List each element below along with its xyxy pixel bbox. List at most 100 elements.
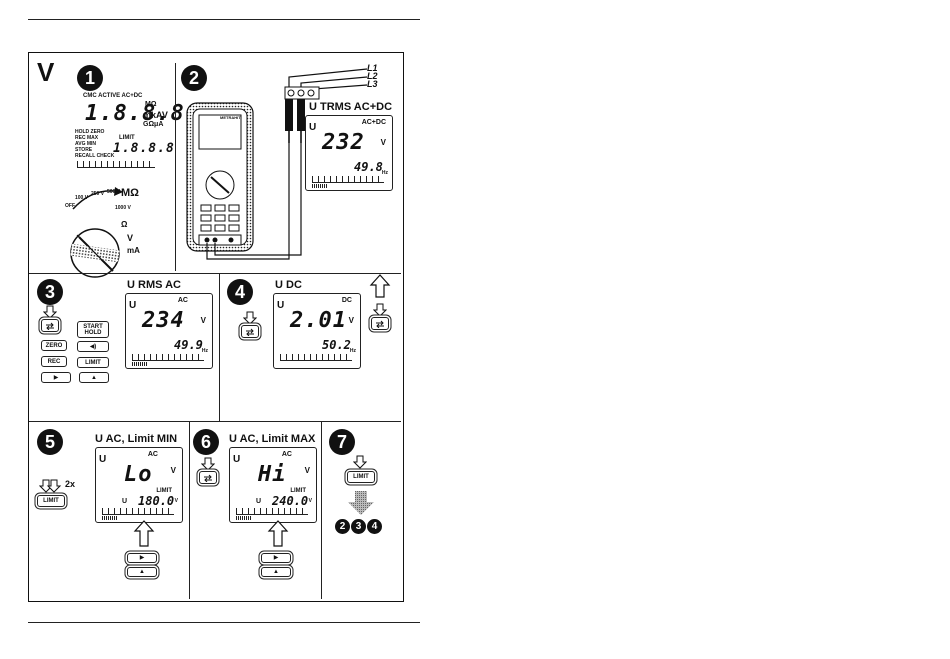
rec-button[interactable]: REC <box>41 356 67 367</box>
step2-lcd-scale <box>312 176 384 183</box>
cycle-arrows-icon <box>46 322 54 330</box>
step2-lcd-tag: AC+DC <box>361 119 386 126</box>
rotation-arrow-icon <box>72 190 116 210</box>
step4-lcd-symbol: U <box>277 300 285 311</box>
dial-label-mohm: MΩ <box>121 187 139 199</box>
dial-label-1000v: 1000 V <box>115 205 131 211</box>
step6-lcd-limit: LIMIT <box>290 488 306 494</box>
cycle-arrows-icon <box>376 320 384 328</box>
dial-label-250v: 250 V <box>91 191 105 197</box>
step3-lcd-sec-unit: Hz <box>201 348 208 354</box>
triangle-up-icon: ▲ <box>91 374 97 381</box>
function-toggle-button[interactable] <box>199 471 217 484</box>
step5-lcd-limit: LIMIT <box>156 488 172 494</box>
right-arrow-button[interactable]: ▶ <box>261 553 291 563</box>
limit-button[interactable]: LIMIT <box>37 495 65 507</box>
step4-lcd-tag: DC <box>341 297 352 304</box>
step6-lcd-main: Hi <box>258 462 287 487</box>
speaker-icon: ◀) <box>89 343 97 350</box>
step-6-badge: 6 <box>193 429 219 455</box>
step1-lcd-hold: HOLD ZERO <box>75 129 105 135</box>
step3-lcd-tag: AC <box>177 297 188 304</box>
step2-lcd-unit: V <box>380 138 386 147</box>
rotary-switch-dial[interactable] <box>43 177 183 287</box>
zero-button[interactable]: ZERO <box>41 340 67 351</box>
function-toggle-button[interactable] <box>371 317 389 330</box>
divider-5-6 <box>189 421 190 599</box>
meter-connection-illustration <box>186 68 368 260</box>
step3-lcd-main: 234 <box>142 308 185 333</box>
step1-lcd-rec: REC MAX <box>75 135 99 141</box>
start-hold-button[interactable]: START HOLD <box>77 321 109 338</box>
top-rule <box>28 19 420 20</box>
function-toggle-button[interactable] <box>241 325 259 338</box>
step6-lcd-unit: V <box>304 466 310 475</box>
step6-title: U AC, Limit MAX <box>229 433 316 445</box>
step5-lcd-sec-symbol: U <box>122 498 128 505</box>
hatched-down-arrow-icon <box>348 491 374 515</box>
down-arrow-icon <box>373 303 387 317</box>
step4-lcd-unit: V <box>348 316 354 325</box>
divider-row-2 <box>29 421 401 422</box>
lead-l2-label: L2 <box>367 71 378 81</box>
up-arrow-button[interactable]: ▲ <box>127 567 157 577</box>
divider-row-1 <box>29 273 401 274</box>
step6-lcd-secondary: 240.0 <box>272 494 309 508</box>
dial-label-off: OFF <box>65 203 75 209</box>
step5-lcd-unit: V <box>170 466 176 475</box>
hold-label: HOLD <box>84 329 102 336</box>
step2-lcd-bargraph <box>312 184 328 188</box>
down-arrow-icon <box>243 311 257 325</box>
step1-lcd-units-low: GΩμA <box>143 121 164 128</box>
step1-lcd-scale <box>77 161 155 168</box>
step1-lcd-secondary: 1.8.8.8 <box>113 141 175 156</box>
dial-label-ma: mA <box>127 246 140 255</box>
step2-title: U TRMS AC+DC <box>309 101 393 113</box>
double-down-arrow-icon <box>39 479 62 493</box>
limit-button[interactable]: LIMIT <box>347 471 375 483</box>
up-arrow-button[interactable]: ▲ <box>261 567 291 577</box>
step2-lcd: AC+DC U 232 V 49.8 Hz <box>305 115 393 191</box>
step1-lcd-store: STORE <box>75 147 93 153</box>
step4-lcd-sec-unit: Hz <box>349 348 356 354</box>
cycle-arrows-icon <box>246 328 254 336</box>
up-arrow-icon <box>369 274 391 298</box>
step1-full-lcd: CMC ACTIVE AC+DC 1.8.8.8 MΩ mkAV GΩμA HO… <box>71 93 184 168</box>
start-label: START <box>83 323 103 330</box>
right-arrow-button[interactable]: ▶ <box>127 553 157 563</box>
function-toggle-button[interactable] <box>41 319 59 332</box>
step5-lcd-secondary: 180.0 <box>138 494 175 508</box>
step3-lcd-scale <box>132 354 204 361</box>
meter-brand-label: METRAHIT <box>220 115 241 120</box>
step4-title: U DC <box>275 279 302 291</box>
right-arrow-button[interactable]: ▶ <box>41 372 71 383</box>
down-arrow-icon <box>43 305 57 319</box>
play-right-icon: ▶ <box>273 555 279 561</box>
up-arrow-icon <box>133 520 155 547</box>
down-arrow-icon <box>353 455 367 469</box>
step-4-badge: 4 <box>227 279 253 305</box>
step2-lcd-main: 232 <box>322 130 365 155</box>
divider-3-4 <box>219 273 220 421</box>
step3-lcd-bargraph <box>132 362 148 366</box>
step1-lcd-main: 1.8.8.8 <box>85 101 185 126</box>
triangle-up-icon: ▲ <box>273 569 279 575</box>
step5-lcd-tag: AC <box>147 451 158 458</box>
cycle-arrows-icon <box>204 474 212 482</box>
step4-lcd-main: 2.01 <box>290 308 347 333</box>
step1-lcd-recall: RECALL CHECK <box>75 153 115 159</box>
return-step-3-badge: 3 <box>351 519 366 534</box>
step2-lcd-sec-unit: Hz <box>381 170 388 176</box>
sound-button[interactable]: ◀) <box>77 341 109 352</box>
dial-label-100v: 100 V <box>75 195 89 201</box>
limit-button[interactable]: LIMIT <box>77 357 109 368</box>
step5-lcd-symbol: U <box>99 454 107 465</box>
step4-lcd: DC U 2.01 V 50.2 Hz <box>273 293 361 369</box>
instruction-panel: V 1 CMC ACTIVE AC+DC 1.8.8.8 MΩ mkAV GΩμ… <box>28 52 404 602</box>
step1-lcd-avg: AVG MIN <box>75 141 97 147</box>
up-arrow-button[interactable]: ▲ <box>79 372 109 383</box>
step5-lcd-sec-unit: V <box>174 498 178 504</box>
step-5-badge: 5 <box>37 429 63 455</box>
step2-lcd-symbol: U <box>309 122 317 133</box>
step3-lcd-symbol: U <box>129 300 137 311</box>
